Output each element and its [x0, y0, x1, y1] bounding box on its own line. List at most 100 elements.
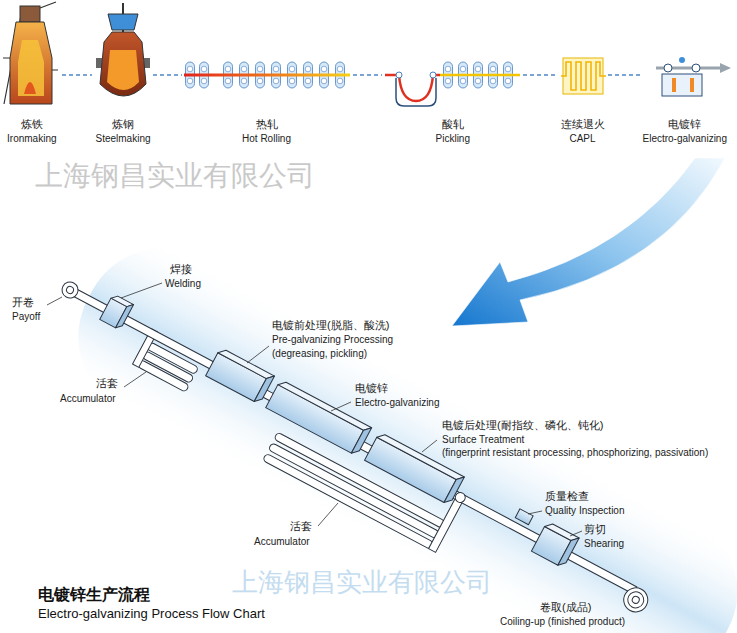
step-name-zh: 炼铁 — [6, 117, 57, 132]
pickling-icon — [440, 74, 520, 77]
part-name-zh: 质量检查 — [545, 489, 589, 503]
step-name-zh: 酸轧 — [435, 117, 471, 132]
blast-furnace-icon — [20, 6, 40, 22]
step-label: 酸轧Pickling — [435, 117, 471, 145]
part-name-zh: 电镀后处理(耐指纹、磷化、钝化) — [442, 418, 603, 432]
converter-icon — [107, 50, 139, 90]
annealing-icon — [561, 62, 606, 90]
line-drawing — [218, 347, 275, 381]
part-name-en: Accumulator — [60, 392, 116, 405]
step-name-en: Steelmaking — [94, 132, 151, 145]
galvanizing-icon — [662, 74, 702, 96]
watermark: 上海钢昌实业有限公司 — [232, 566, 492, 600]
step-name-en: CAPL — [560, 132, 605, 145]
process-step: 连续退火CAPL — [558, 4, 608, 150]
flow-connector — [153, 74, 182, 76]
part-name-en: Coiling-up (finished product) — [500, 615, 625, 628]
leader-line — [570, 531, 582, 536]
annealing-icon — [561, 58, 606, 94]
process-step: 酸轧Pickling — [382, 4, 523, 150]
leader-line — [47, 283, 582, 536]
blast-furnace-icon — [18, 40, 44, 96]
process-step: 炼钢Steelmaking — [92, 4, 153, 150]
part-name-en: Welding — [165, 277, 201, 290]
step-label: 炼钢Steelmaking — [94, 117, 151, 145]
hot-rolling-icon — [184, 74, 350, 77]
leader-line — [331, 402, 351, 411]
step-name-en: Ironmaking — [6, 132, 57, 145]
line-drawing — [620, 584, 652, 616]
leader-line — [47, 297, 62, 305]
line-drawing — [116, 302, 134, 330]
galvanizing-icon — [664, 64, 672, 72]
flow-connector — [523, 74, 558, 76]
pickling-icon — [396, 72, 402, 78]
step-name-en: Pickling — [435, 132, 471, 145]
line-drawing — [631, 595, 640, 604]
step-name-zh: 炼钢 — [94, 117, 151, 132]
leader-line — [318, 503, 338, 526]
galvanizing-icon — [690, 78, 694, 92]
blast-furnace-icon — [3, 2, 58, 104]
converter-icon — [144, 58, 150, 68]
pickling-icon — [430, 72, 436, 78]
part-name-zh: 活套 — [96, 376, 118, 390]
flow-connector — [62, 74, 92, 76]
process-step: 热轧Hot Rolling — [182, 4, 353, 150]
leader-line — [422, 440, 437, 452]
part-name-en: Quality Inspection — [545, 504, 625, 517]
flow-arrow — [452, 158, 725, 326]
part-name-zh: 卷取(成品) — [540, 600, 591, 614]
process-step: 电镀锌Electro-galvanizing — [642, 4, 733, 150]
galvanizing-icon — [720, 63, 731, 73]
part-name-en: Pre-galvanizing Processing (degreasing, … — [272, 333, 417, 361]
line-drawing — [65, 285, 74, 294]
part-name-zh: 电镀前处理(脱脂、酸洗) — [272, 318, 389, 332]
galvanizing-icon — [672, 78, 676, 92]
galvanizing-icon — [679, 57, 685, 63]
line-drawing — [50, 220, 737, 633]
step-label: 连续退火CAPL — [560, 117, 605, 145]
line-drawing — [137, 359, 189, 392]
pickling-icon — [385, 62, 520, 106]
part-name-zh: 焊接 — [170, 262, 192, 276]
step-name-en: Hot Rolling — [242, 132, 292, 145]
step-name-en: Electro-galvanizing — [642, 132, 728, 145]
part-name-zh: 开卷 — [12, 295, 34, 309]
chart-title: 电镀锌生产流程 — [38, 585, 150, 606]
flow-connector — [353, 74, 382, 76]
part-name-en: Electro-galvanizing — [355, 396, 440, 409]
hot-rolling-icon — [184, 62, 350, 88]
watermark: 上海钢昌实业有限公司 — [35, 158, 315, 194]
part-name-zh: 活套 — [290, 519, 312, 533]
step-label: 电镀锌Electro-galvanizing — [642, 117, 728, 145]
part-name-zh: 剪切 — [584, 522, 606, 536]
line-drawing — [515, 509, 533, 525]
galvanizing-icon — [656, 57, 731, 96]
part-name-en: Surface Treatment — [442, 433, 524, 446]
part-name-en: Payoff — [12, 310, 40, 323]
annealing-icon — [563, 58, 603, 94]
leader-line — [247, 346, 269, 363]
step-name-zh: 热轧 — [242, 117, 292, 132]
step-label: 炼铁Ironmaking — [6, 117, 57, 145]
flow-connector — [608, 74, 642, 76]
line-drawing — [454, 491, 468, 505]
converter-icon — [96, 58, 102, 68]
galvanizing-icon — [692, 64, 700, 72]
leader-line — [124, 372, 146, 387]
step-name-zh: 连续退火 — [560, 117, 605, 132]
part-name-en: Accumulator — [254, 535, 310, 548]
line-drawing — [351, 425, 371, 456]
converter-icon — [108, 14, 138, 30]
leader-line — [528, 511, 542, 514]
part-name-zh: 电镀锌 — [355, 381, 388, 395]
blast-furnace-icon — [10, 22, 52, 104]
blast-furnace-icon — [24, 82, 36, 94]
line-drawing — [558, 535, 579, 568]
chart-caption: Electro-galvanizing Process Flow Chart — [38, 606, 265, 621]
leader-line — [121, 283, 162, 298]
